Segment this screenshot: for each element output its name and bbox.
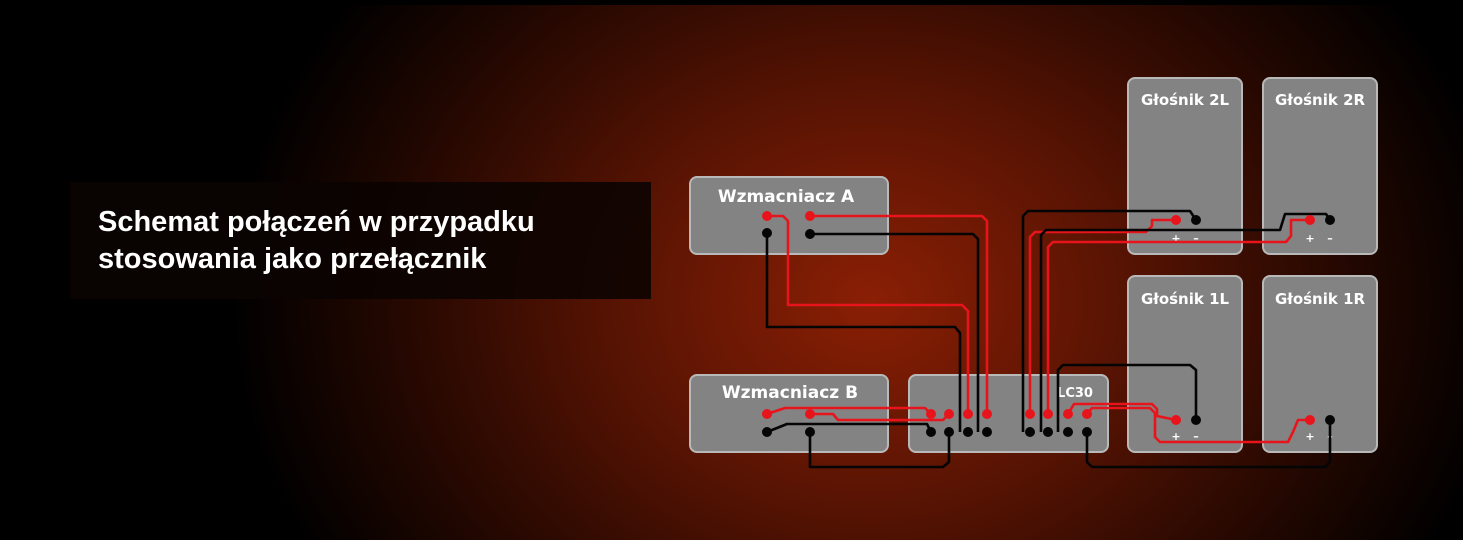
terminal-amp-b-right-plus — [805, 409, 815, 419]
speaker-2l: Głośnik 2L + – — [1127, 77, 1243, 255]
terminal-1l-plus — [1171, 415, 1181, 425]
switch-lc30: LC30 — [908, 374, 1109, 453]
terminal-1r-minus — [1325, 415, 1335, 425]
terminal-amp-a-right-plus — [805, 211, 815, 221]
speaker-1r-label: Głośnik 1R — [1275, 290, 1366, 308]
speaker-2r-box — [1262, 77, 1378, 255]
amplifier-b-label: Wzmacniacz B — [722, 383, 858, 403]
speaker-2r-plus: + — [1305, 232, 1314, 245]
terminals — [762, 211, 1335, 437]
terminal-lc30-in-b-1 — [926, 409, 936, 419]
terminal-lc30-in-a-3 — [963, 427, 973, 437]
speaker-2l-label: Głośnik 2L — [1141, 91, 1230, 109]
terminal-1l-minus — [1191, 415, 1201, 425]
wire-2l-minus — [1021, 209, 1198, 432]
wire-1l-plus — [1066, 402, 1177, 422]
terminal-lc30-out-1 — [1025, 409, 1035, 419]
terminal-lc30-out-7 — [1063, 427, 1073, 437]
wire-1l-minus — [1056, 363, 1198, 432]
speaker-1r-box — [1262, 275, 1378, 453]
switch-label: LC30 — [1057, 386, 1093, 401]
wire-2l-plus — [1028, 218, 1176, 414]
wire-amp-b-right-minus — [808, 432, 951, 469]
wire-amp-a-left-plus — [767, 214, 970, 414]
terminal-lc30-out-2 — [1043, 409, 1053, 419]
speaker-1l-plus: + — [1171, 430, 1180, 443]
speaker-2l-minus: – — [1193, 232, 1199, 245]
terminal-amp-a-right-minus — [805, 229, 815, 239]
terminal-lc30-in-a-1 — [963, 409, 973, 419]
caption-title: Schemat połączeń w przypadku stosowania … — [98, 206, 535, 275]
terminal-2l-plus — [1171, 215, 1181, 225]
top-border — [0, 0, 1463, 5]
wire-1r-minus — [1085, 420, 1332, 469]
wire-amp-a-left-minus — [765, 233, 962, 432]
speaker-2r-label: Głośnik 2R — [1275, 91, 1366, 109]
terminal-lc30-out-8 — [1082, 427, 1092, 437]
speaker-1l-label: Głośnik 1L — [1141, 290, 1230, 308]
terminal-2r-plus — [1305, 215, 1315, 225]
speaker-2r-minus: – — [1327, 232, 1333, 245]
wire-2r-minus — [1039, 212, 1332, 432]
terminal-amp-b-left-minus — [762, 427, 772, 437]
wire-amp-a-right-plus — [810, 214, 989, 414]
terminal-lc30-in-b-4 — [944, 427, 954, 437]
amplifier-a-label: Wzmacniacz A — [718, 187, 855, 207]
amplifier-b: Wzmacniacz B — [689, 374, 889, 453]
terminal-amp-b-right-minus — [805, 427, 815, 437]
speaker-1r-plus: + — [1305, 430, 1314, 443]
wire-amp-a-right-minus — [810, 232, 980, 432]
terminal-lc30-in-a-4 — [982, 427, 992, 437]
terminal-amp-a-left-minus — [762, 228, 772, 238]
terminal-lc30-in-b-3 — [926, 427, 936, 437]
wire-1r-plus — [1086, 406, 1310, 444]
terminal-lc30-out-4 — [1082, 409, 1092, 419]
terminal-lc30-in-b-2 — [944, 409, 954, 419]
terminal-amp-a-left-plus — [762, 211, 772, 221]
terminal-2l-minus — [1191, 215, 1201, 225]
caption-panel: Schemat połączeń w przypadku stosowania … — [70, 182, 651, 299]
terminal-lc30-out-6 — [1043, 427, 1053, 437]
speaker-2l-plus: + — [1171, 232, 1180, 245]
wire-amp-b-right-plus — [810, 412, 950, 422]
terminal-lc30-out-3 — [1063, 409, 1073, 419]
terminal-lc30-in-a-2 — [982, 409, 992, 419]
wire-2r-plus — [1046, 218, 1310, 414]
speaker-2r: Głośnik 2R + – — [1262, 77, 1378, 255]
terminal-2r-minus — [1325, 215, 1335, 225]
amplifier-b-box — [689, 374, 889, 453]
speaker-1r: Głośnik 1R + – — [1262, 275, 1378, 453]
speaker-1l-minus: – — [1193, 430, 1199, 443]
terminal-lc30-out-5 — [1025, 427, 1035, 437]
terminal-amp-b-left-plus — [762, 409, 772, 419]
terminal-1r-plus — [1305, 415, 1315, 425]
